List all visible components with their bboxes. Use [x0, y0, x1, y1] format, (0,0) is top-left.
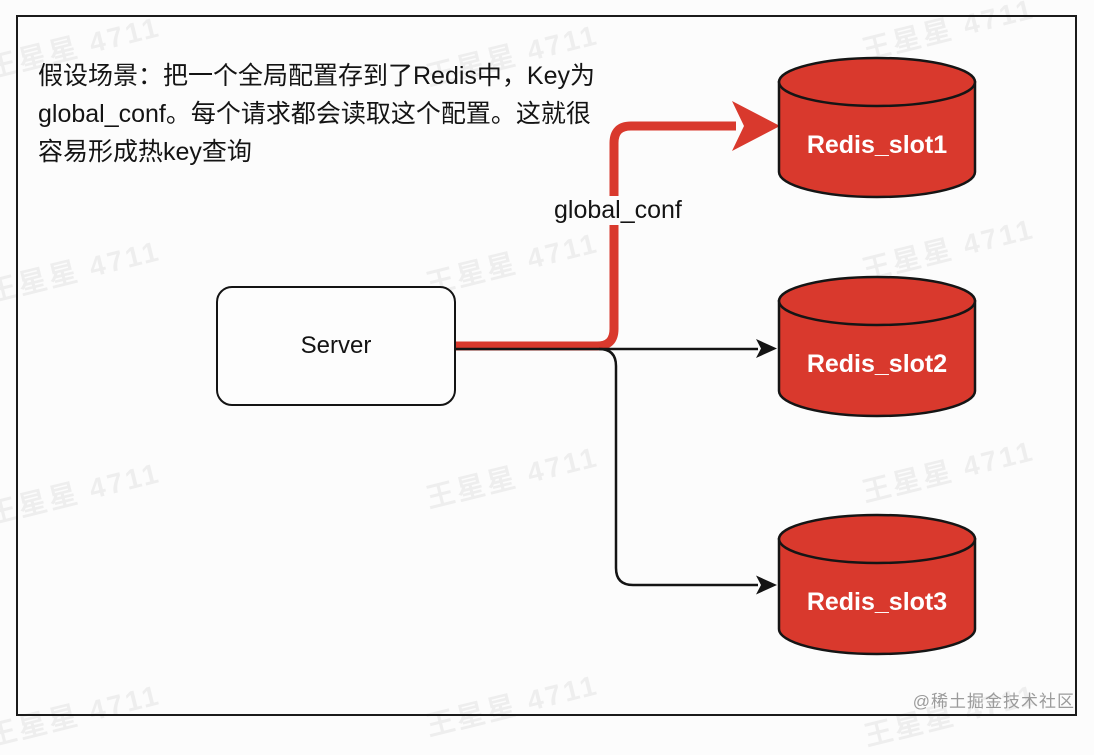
redis-slot1-node: Redis_slot1: [777, 55, 977, 200]
slot2-arrowhead-icon: [756, 339, 777, 358]
hot-key-arrowhead-icon: [732, 101, 780, 151]
redis-slot3-label: Redis_slot3: [806, 588, 948, 616]
redis-slot3-node: Redis_slot3: [777, 512, 977, 657]
server-label: Server: [300, 332, 372, 359]
diagram-border: [16, 15, 1077, 716]
slot3-arrowhead-icon: [756, 575, 777, 595]
redis-slot2-label: Redis_slot2: [806, 350, 948, 378]
hot-key-edge-label: global_conf: [551, 196, 685, 225]
edge-server-slot3: [598, 347, 758, 587]
server-node: Server: [216, 286, 456, 406]
database-cylinder-icon: [777, 275, 977, 418]
scenario-annotation: 假设场景：把一个全局配置存到了Redis中，Key为 global_conf。每…: [38, 57, 595, 171]
credit-watermark: @稀土掘金技术社区: [912, 692, 1075, 711]
database-cylinder-icon: [777, 56, 977, 199]
database-cylinder-icon: [777, 513, 977, 656]
edges-layer: [456, 101, 780, 595]
redis-slot2-node: Redis_slot2: [777, 274, 977, 419]
annotation-line: 容易形成热key查询: [38, 138, 252, 166]
annotation-line: 假设场景：把一个全局配置存到了Redis中，Key为: [38, 62, 595, 90]
annotation-line: global_conf。每个请求都会读取这个配置。这就很: [38, 100, 591, 128]
redis-slot1-label: Redis_slot1: [806, 131, 948, 159]
hot-key-edge: [456, 121, 736, 351]
